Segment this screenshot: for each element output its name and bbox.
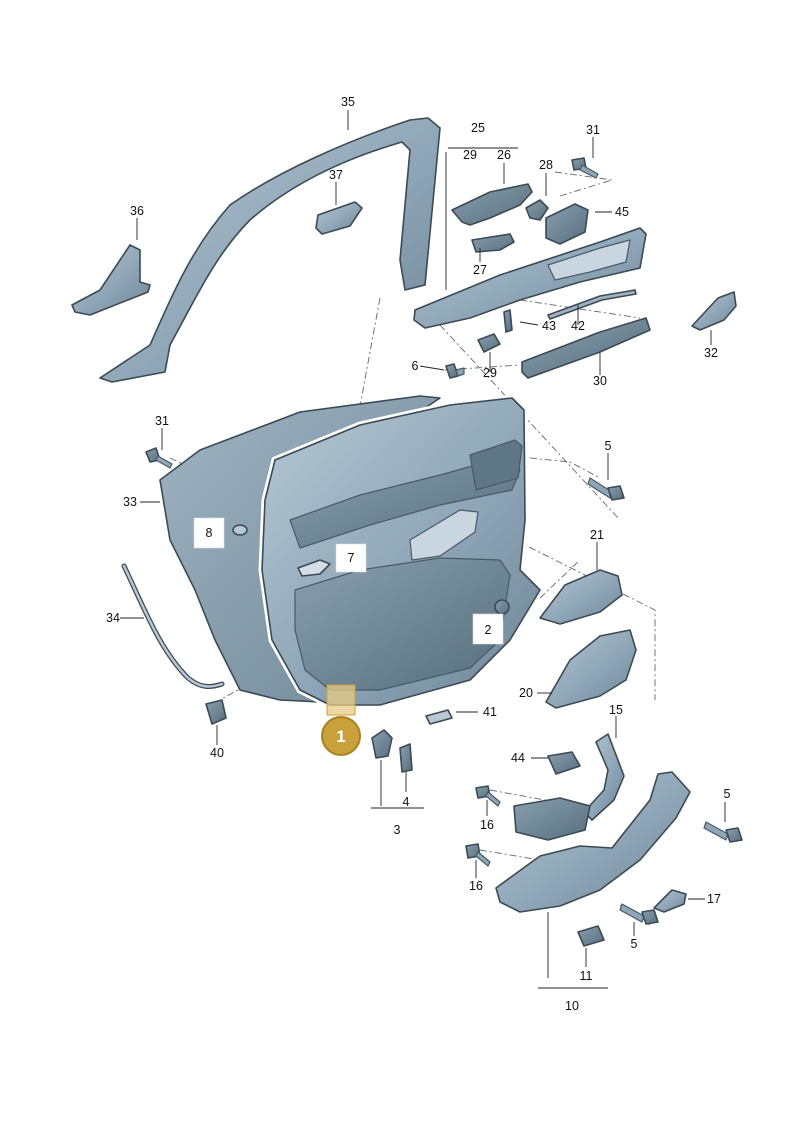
callout-34: 34 — [106, 611, 120, 625]
window-frame-trim-part — [99, 117, 441, 383]
item-1-badge[interactable] — [321, 716, 361, 756]
pull-handle-10-part — [495, 771, 691, 913]
pillar-trim-part — [71, 244, 151, 316]
callout-5b: 5 — [724, 787, 731, 801]
callout-29b: 29 — [483, 366, 497, 380]
screw-16-upper-part — [475, 785, 501, 807]
callout-labels: 2 3 4 5 5 5 6 7 8 10 11 15 16 16 17 20 2… — [106, 95, 730, 1013]
screw-5-right-part — [703, 821, 743, 843]
item-1-highlight-box — [326, 684, 356, 716]
screw-5-upper-part — [587, 477, 625, 501]
small-clip-43-part — [503, 309, 513, 333]
upper-recess — [289, 454, 521, 549]
clip-7-part — [297, 559, 331, 577]
lower-trim-strip-part — [521, 317, 651, 379]
seal-strip-inner — [122, 564, 224, 688]
callout-28: 28 — [539, 158, 553, 172]
screw-6-part — [445, 363, 465, 379]
screw-top-part — [571, 157, 599, 179]
switch-unit-part — [545, 203, 589, 245]
callout-17: 17 — [707, 892, 721, 906]
label-box-7 — [335, 543, 367, 573]
clip-4-part — [399, 743, 413, 773]
clip-part — [525, 199, 549, 221]
callout-33: 33 — [123, 495, 137, 509]
retainer-29-part — [477, 333, 501, 353]
switch-44-part — [547, 751, 581, 775]
callout-40: 40 — [210, 746, 224, 760]
handle-recess — [409, 509, 479, 561]
armrest-recess — [294, 557, 511, 691]
callout-15: 15 — [609, 703, 623, 717]
callout-36: 36 — [130, 204, 144, 218]
handle-cover-part — [471, 233, 515, 253]
callout-16b: 16 — [469, 879, 483, 893]
screw-31-part — [145, 447, 173, 469]
leader-lines — [120, 110, 726, 989]
callout-7: 7 — [348, 551, 355, 565]
callout-21: 21 — [590, 528, 604, 542]
upper-trim-strip-part — [413, 227, 647, 329]
bracket-15-part — [583, 733, 625, 821]
callout-29a: 29 — [463, 148, 477, 162]
callout-6: 6 — [412, 359, 419, 373]
callout-10: 10 — [565, 999, 579, 1013]
holder-16-part — [513, 797, 591, 841]
label-box-8 — [193, 517, 225, 549]
callout-3: 3 — [394, 823, 401, 837]
callout-37: 37 — [329, 168, 343, 182]
switch-recess — [469, 439, 523, 491]
clip-40-part — [205, 699, 227, 725]
armrest-cover-20-part — [545, 629, 637, 709]
callout-30: 30 — [593, 374, 607, 388]
callout-35: 35 — [341, 95, 355, 109]
fastener-2-part — [494, 599, 510, 615]
trim-inlay — [547, 239, 631, 281]
callout-4: 4 — [403, 795, 410, 809]
callout-43: 43 — [542, 319, 556, 333]
callout-41: 41 — [483, 705, 497, 719]
callout-2: 2 — [485, 623, 492, 637]
callout-44: 44 — [511, 751, 525, 765]
callout-16a: 16 — [480, 818, 494, 832]
grommet-8-part — [232, 524, 248, 536]
callout-31a: 31 — [586, 123, 600, 137]
inner-handle-part — [451, 183, 533, 226]
callout-5c: 5 — [631, 937, 638, 951]
speaker-cover-21-part — [539, 569, 623, 625]
screw-16-lower-part — [465, 843, 491, 867]
corner-trim-part — [691, 291, 737, 331]
callout-8: 8 — [206, 526, 213, 540]
callout-11: 11 — [580, 969, 593, 983]
callout-32: 32 — [704, 346, 718, 360]
screw-5-lower-part — [619, 903, 659, 925]
clip-11-part — [577, 925, 605, 947]
clip-41-part — [425, 709, 453, 725]
callout-27: 27 — [473, 263, 487, 277]
callout-45: 45 — [615, 205, 629, 219]
callout-42: 42 — [571, 319, 585, 333]
label-box-2 — [472, 613, 504, 645]
fastener-3-part — [371, 729, 393, 759]
callout-26: 26 — [497, 148, 511, 162]
cover-17-part — [653, 889, 687, 913]
callout-5a: 5 — [605, 439, 612, 453]
badge-label-1: 1 — [336, 727, 345, 746]
callout-20: 20 — [519, 686, 533, 700]
rod-part — [547, 289, 637, 320]
callout-25: 25 — [471, 121, 485, 135]
callout-31b: 31 — [155, 414, 169, 428]
mirror-trim-part — [315, 201, 363, 235]
